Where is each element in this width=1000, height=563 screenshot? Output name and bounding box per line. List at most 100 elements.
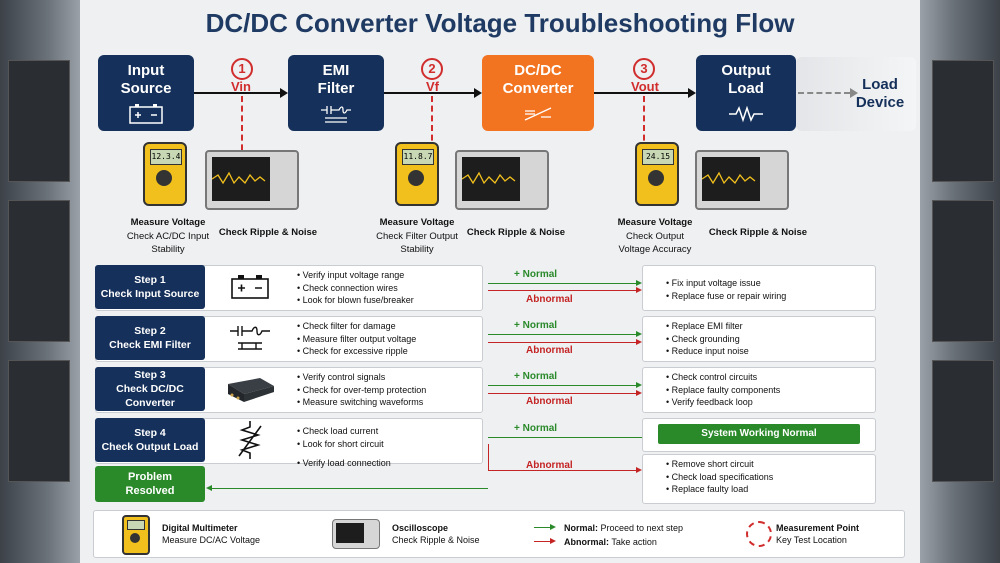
point-label-vf: Vf: [426, 79, 439, 94]
measurement-point-icon: [746, 521, 772, 547]
input-source-label-2: Source: [120, 80, 172, 97]
step-3-box: Step 3 Check DC/DC Converter: [95, 367, 205, 411]
resolved-label-2: Resolved: [125, 485, 175, 497]
action-item: • Check grounding: [666, 333, 740, 344]
arrowhead: [474, 88, 482, 98]
normal-line-2: [488, 334, 636, 335]
measure-voltage-caption-3: Measure Voltage: [617, 217, 693, 228]
emi-filter-label-1: EMI: [322, 62, 350, 79]
converter-module-icon: [210, 367, 290, 411]
check-item: • Check for excessive ripple: [297, 346, 408, 356]
action-item: • Replace EMI filter: [666, 321, 743, 331]
check-item: • Check for over-temp protection: [297, 384, 427, 395]
point-label-vout: Vout: [631, 79, 659, 94]
resolved-label-1: Problem: [127, 471, 172, 483]
probe-line-1: [241, 96, 243, 160]
action-list-3: • Check control circuits • Replace fault…: [666, 371, 780, 409]
measure-voltage-caption-1: Measure Voltage: [130, 217, 206, 228]
arrow-converter-to-output: [594, 92, 688, 94]
action-item: • Fix input voltage issue: [666, 278, 761, 288]
abnormal-label-3: Abnormal: [526, 396, 573, 407]
arrowhead-red: [636, 467, 642, 473]
arrowhead-green: [636, 382, 642, 388]
check-item: • Measure filter output voltage: [297, 333, 417, 344]
oscilloscope-icon: [695, 150, 789, 210]
resolved-return-line: [212, 488, 488, 489]
legend-abnormal-line: [534, 541, 552, 542]
measurement-point-1: 1: [231, 58, 253, 80]
step-name: Check EMI Filter: [109, 339, 191, 351]
dcdc-label-1: DC/DC: [514, 62, 562, 79]
load-device-label: Load Device: [796, 57, 916, 131]
ripple-caption-1: Check Ripple & Noise: [218, 227, 318, 238]
check-caption-1: Check AC/DC Input Stability: [126, 231, 210, 255]
step-label: Step 4: [134, 427, 166, 439]
arrowhead-red: [550, 538, 556, 544]
arrow-input-to-emi: [194, 92, 280, 94]
output-load-label-2: Load: [728, 80, 764, 97]
multimeter-icon: 12.3.4: [143, 142, 187, 206]
measure-voltage-caption-2: Measure Voltage: [379, 217, 455, 228]
action-item: • Reduce input noise: [666, 346, 749, 356]
action-panel-3: [642, 367, 876, 413]
battery-icon: [210, 265, 290, 309]
emi-filter-block: EMI Filter: [288, 55, 384, 131]
dashed-arrow-to-load: [798, 92, 850, 94]
abnormal-line-2: [488, 342, 636, 343]
action-list-1: • Fix input voltage issue • Replace fuse…: [666, 277, 786, 302]
action-list-2: • Replace EMI filter • Check grounding •…: [666, 320, 749, 358]
step-3-checks: • Verify control signals • Check for ove…: [297, 371, 426, 409]
action-item: • Replace fuse or repair wiring: [666, 290, 787, 301]
check-item: • Check load current: [297, 426, 379, 436]
arrowhead-red: [636, 390, 642, 396]
step-name: Check Input Source: [100, 288, 200, 300]
left-panel-background: [0, 0, 80, 563]
step-name: Check DC/DC Converter: [116, 383, 184, 409]
action-item: • Replace faulty components: [666, 384, 781, 395]
arrowhead-green: [550, 524, 556, 530]
arrowhead: [280, 88, 288, 98]
abnormal-label-1: Abnormal: [526, 294, 573, 305]
arrow-emi-to-converter: [384, 92, 474, 94]
normal-line-3: [488, 385, 636, 386]
battery-icon: [129, 104, 163, 124]
action-item: • Check load specifications: [666, 471, 774, 482]
output-load-label-1: Output: [721, 62, 771, 79]
legend-multimeter-icon: [122, 515, 150, 555]
arrowhead: [850, 88, 858, 98]
arrowhead-green: [206, 485, 212, 491]
probe-line-2: [431, 96, 433, 160]
ripple-caption-2: Check Ripple & Noise: [466, 227, 566, 238]
action-list-4: • Remove short circuit • Check load spec…: [666, 458, 773, 496]
step-label: Step 3: [134, 369, 166, 381]
dmm-reading: 11.8.7: [402, 149, 434, 165]
arrowhead-green: [636, 331, 642, 337]
abnormal-line-1: [488, 290, 636, 291]
arrowhead: [688, 88, 696, 98]
multimeter-icon: 24.15: [635, 142, 679, 206]
check-item: • Check filter for damage: [297, 321, 396, 331]
normal-label-3: + Normal: [514, 371, 558, 382]
check-item: • Verify load connection: [297, 458, 391, 468]
abnormal-vertical-4: [488, 444, 489, 470]
resistor-icon: [729, 105, 763, 123]
multimeter-icon: 11.8.7: [395, 142, 439, 206]
step-label: Step 1: [134, 274, 166, 286]
normal-line-1: [488, 283, 636, 284]
step-name: Check Output Load: [101, 441, 199, 453]
emi-filter-label-2: Filter: [317, 80, 355, 97]
normal-label-4: + Normal: [514, 423, 558, 434]
load-resistor-icon: [210, 418, 290, 462]
normal-line-4: [488, 437, 648, 438]
step-1-checks: • Verify input voltage range • Check con…: [297, 269, 414, 307]
step-4-box: Step 4 Check Output Load: [95, 418, 205, 462]
abnormal-line-3: [488, 393, 636, 394]
ripple-caption-3: Check Ripple & Noise: [708, 227, 808, 238]
dmm-reading: 12.3.4: [150, 149, 182, 165]
legend-abnormal: Abnormal: Take action: [564, 537, 657, 547]
input-source-label-1: Input: [127, 62, 165, 79]
arrowhead-red: [636, 287, 642, 293]
output-load-block: Output Load: [696, 55, 796, 131]
check-item: • Look for short circuit: [297, 438, 384, 449]
problem-resolved-box: Problem Resolved: [95, 466, 205, 502]
